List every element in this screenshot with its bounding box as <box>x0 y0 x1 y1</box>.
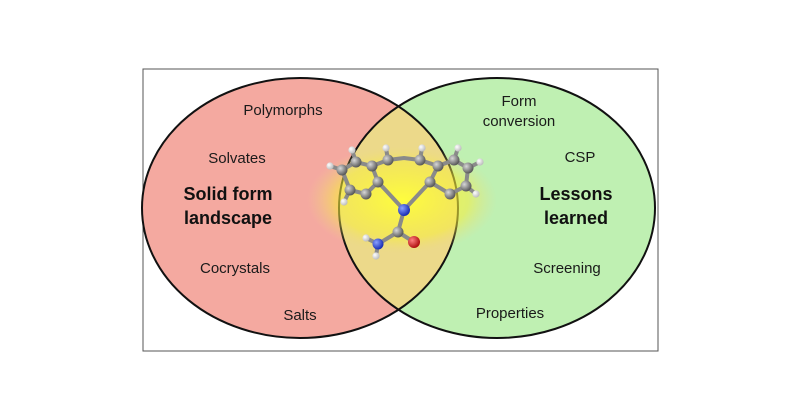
left-set-title-line1: Solid form <box>184 184 273 204</box>
left-item-salts: Salts <box>283 307 316 324</box>
left-item-polymorphs: Polymorphs <box>243 102 322 119</box>
molecule-image <box>307 144 497 260</box>
intersection-region <box>339 78 458 338</box>
right-item-properties: Properties <box>476 305 544 322</box>
right-set-title-line1: Lessons <box>539 184 612 204</box>
right-item-form-line2: conversion <box>483 113 556 130</box>
left-set-title-line2: landscape <box>184 208 272 228</box>
right-item-screening: Screening <box>533 260 601 277</box>
left-item-cocrystals: Cocrystals <box>200 260 270 277</box>
right-item-form-line1: Form <box>502 93 537 110</box>
left-item-solvates: Solvates <box>208 150 266 167</box>
right-set-title-line2: learned <box>544 208 608 228</box>
right-item-csp: CSP <box>565 149 596 166</box>
